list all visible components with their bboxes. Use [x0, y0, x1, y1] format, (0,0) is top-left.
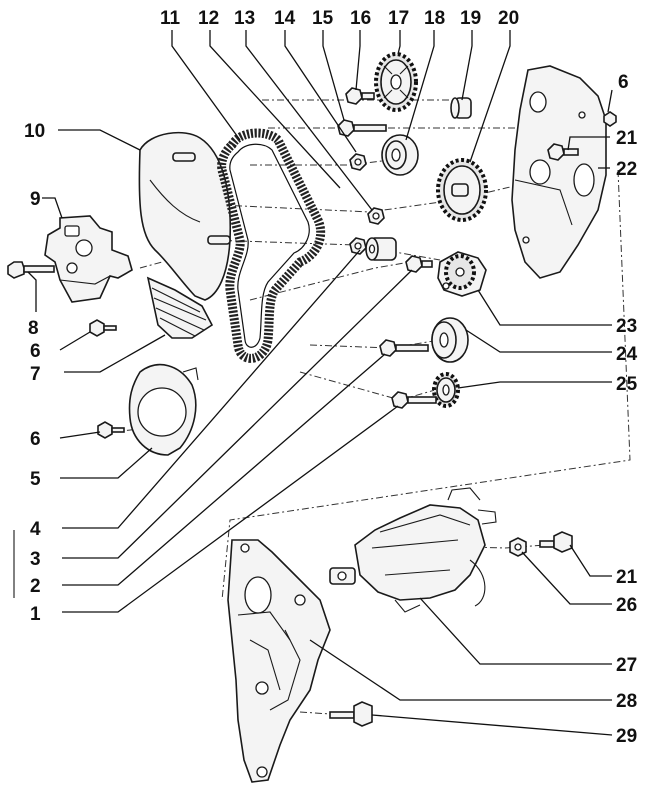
label-27: 27 [616, 655, 637, 676]
part-13-bolt [367, 207, 385, 225]
label-28: 28 [616, 691, 637, 712]
label-13: 13 [234, 8, 255, 29]
label-2: 2 [30, 576, 41, 597]
part-11-timing-belt [217, 128, 326, 363]
part-7-cover-grille [146, 276, 214, 339]
part-25-sprocket [432, 372, 460, 408]
part-14-nut [349, 153, 367, 171]
label-17: 17 [388, 8, 409, 29]
part-2-bolt [379, 339, 429, 357]
part-28-bracket [227, 539, 331, 783]
label-24: 24 [616, 344, 638, 365]
label-5: 5 [30, 469, 41, 490]
label-8: 8 [28, 318, 39, 339]
part-16-bolt [345, 87, 375, 105]
part-6-bolt-upper-left [89, 319, 117, 337]
label-25: 25 [616, 374, 638, 395]
label-22: 22 [616, 159, 637, 180]
label-21-lower: 21 [616, 567, 638, 588]
part-21-bolt-upper [547, 143, 579, 161]
assembly-axis-lines [111, 99, 631, 716]
part-6-bolt-upper-right [603, 111, 617, 127]
leader-lines [27, 30, 613, 736]
part-21-bolt-lower [539, 531, 573, 553]
label-29: 29 [616, 726, 637, 747]
label-16: 16 [350, 8, 371, 29]
label-19: 19 [460, 8, 481, 29]
label-23: 23 [616, 316, 637, 337]
part-4-nut [349, 237, 367, 255]
callout-labels: 11 12 13 14 15 16 17 18 19 20 6 10 21 22… [24, 8, 638, 747]
part-23-water-pump [437, 251, 487, 297]
label-10: 10 [24, 121, 45, 142]
label-21-upper: 21 [616, 128, 638, 149]
label-14: 14 [274, 8, 296, 29]
part-15-bolt [337, 119, 387, 137]
part-8-bolt [7, 261, 55, 279]
part-3-bolt [405, 255, 433, 273]
label-7: 7 [30, 364, 41, 385]
part-5-lower-cover-plate [128, 363, 199, 456]
part-22-rear-timing-cover [511, 65, 607, 279]
label-1: 1 [30, 604, 41, 625]
label-6-lower-left: 6 [30, 429, 41, 450]
label-4: 4 [30, 519, 41, 540]
label-6-upper-right: 6 [618, 72, 629, 93]
part-24-guide-roller [431, 317, 469, 363]
label-20: 20 [498, 8, 519, 29]
label-6-middle-left: 6 [30, 341, 41, 362]
part-6-bolt-lower-left [97, 421, 125, 439]
label-11: 11 [160, 8, 181, 29]
part-19-bushing [450, 97, 472, 119]
label-12: 12 [198, 8, 219, 29]
label-26: 26 [616, 595, 637, 616]
part-20-sprocket [436, 158, 488, 222]
part-9-engine-mount [44, 215, 133, 303]
label-3: 3 [30, 549, 41, 570]
part-26-union [509, 537, 527, 557]
label-9: 9 [30, 189, 41, 210]
part-1-bolt [391, 391, 437, 409]
label-18: 18 [424, 8, 445, 29]
part-10-upper-timing-cover [138, 131, 232, 301]
part-27-injection-pump [329, 487, 497, 613]
part-29-bolt [329, 701, 373, 727]
part-17-camshaft-sprocket [374, 52, 418, 112]
label-15: 15 [312, 8, 334, 29]
part-18-tensioner-roller [381, 134, 419, 176]
part-12-idler-roller [365, 237, 397, 261]
